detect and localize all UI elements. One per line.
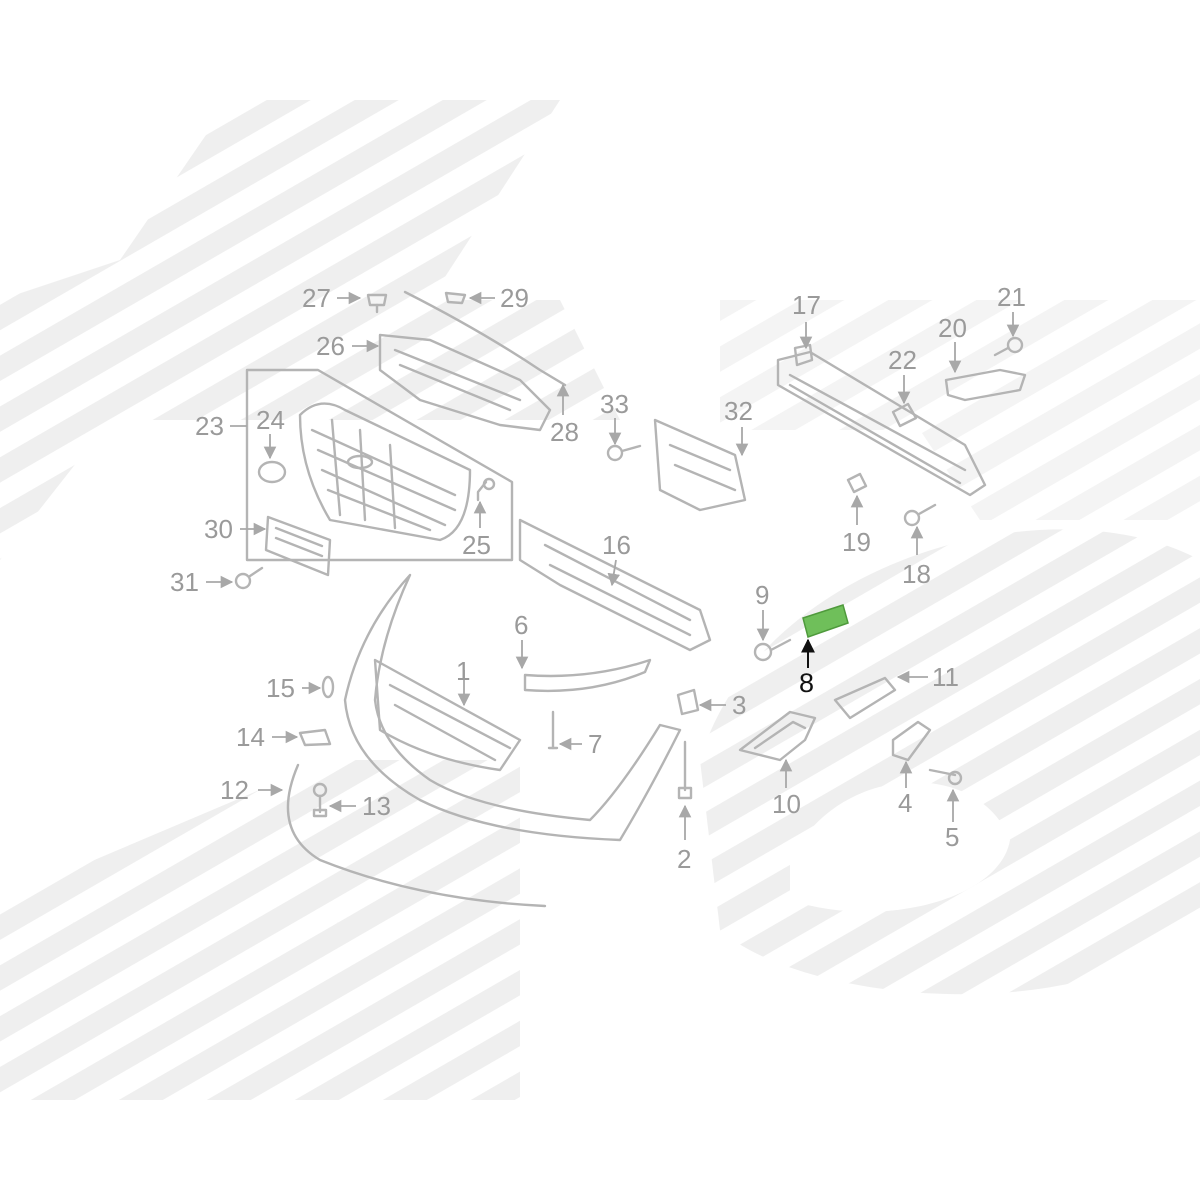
callout-13: 13 [362, 791, 391, 821]
watermark-logo [0, 100, 1200, 1100]
retainer-part-3 [676, 688, 700, 716]
bolt-part-2 [677, 740, 693, 800]
callout-31: 31 [170, 567, 199, 597]
callout-28: 28 [550, 417, 579, 447]
callout-25: 25 [462, 530, 491, 560]
callout-22: 22 [888, 345, 917, 375]
pin-part-7 [547, 710, 559, 750]
callout-6: 6 [514, 610, 528, 640]
clip-part-29 [444, 291, 467, 305]
leader-lines [206, 291, 1020, 840]
fog-lamp-trim-part-10 [738, 710, 817, 762]
callout-8-highlighted: 8 [799, 668, 814, 698]
callout-9: 9 [755, 580, 769, 610]
callout-21: 21 [997, 282, 1026, 312]
grille-bracket-part-26 [378, 333, 552, 432]
callout-14: 14 [236, 722, 265, 752]
bracket-part-11 [833, 676, 897, 720]
callout-11: 11 [932, 662, 959, 692]
plug-part-15 [321, 675, 335, 699]
lower-moulding-part-12 [286, 763, 547, 908]
bracket-part-20 [944, 368, 1027, 402]
callout-19: 19 [842, 527, 871, 557]
callout-10: 10 [772, 789, 801, 819]
callout-1: 1 [456, 656, 470, 686]
bracket-part-8-highlighted [802, 604, 849, 638]
nut-part-9 [753, 638, 792, 662]
callout-15: 15 [266, 673, 295, 703]
callout-29: 29 [500, 283, 529, 313]
bolt-part-5 [928, 768, 963, 786]
callout-16: 16 [602, 530, 631, 560]
callout-12: 12 [220, 775, 249, 805]
bracket-part-4 [891, 720, 932, 762]
radiator-grille-part [298, 402, 472, 542]
bolt-part-18 [903, 503, 937, 527]
callout-33: 33 [600, 389, 629, 419]
cap-part-22 [891, 402, 918, 428]
callout-18: 18 [902, 559, 931, 589]
bolt-part-33 [606, 444, 642, 462]
callout-23: 23 [195, 411, 224, 441]
screw-part-13 [312, 782, 328, 818]
callout-4: 4 [898, 788, 912, 818]
bracket-part-32 [653, 418, 747, 512]
bumper-beam-part-17 [776, 343, 987, 497]
nut-part-19 [846, 472, 868, 494]
callout-17: 17 [792, 290, 821, 320]
bumper-cover-part-1 [343, 573, 682, 842]
plate-bracket-part-30 [264, 515, 332, 577]
callout-30: 30 [204, 514, 233, 544]
callout-5: 5 [945, 822, 959, 852]
bracket-part-6 [523, 658, 652, 693]
moulding-part-28 [403, 290, 567, 387]
clip-part-27 [366, 293, 388, 314]
clip-part-25 [476, 477, 496, 502]
callout-32: 32 [724, 396, 753, 426]
callout-26: 26 [316, 331, 345, 361]
bolt-part-21 [993, 336, 1024, 357]
callout-24: 24 [256, 405, 285, 435]
clip-part-14 [298, 728, 332, 747]
screw-part-31 [234, 566, 264, 590]
emblem-part-24 [257, 460, 287, 484]
callout-7: 7 [588, 729, 602, 759]
callout-27: 27 [302, 283, 331, 313]
callout-20: 20 [938, 313, 967, 343]
callout-2: 2 [677, 844, 691, 874]
callout-labels: 27 29 26 28 23 24 25 30 31 16 6 1 3 7 2 … [170, 282, 1026, 874]
callout-3: 3 [732, 690, 746, 720]
